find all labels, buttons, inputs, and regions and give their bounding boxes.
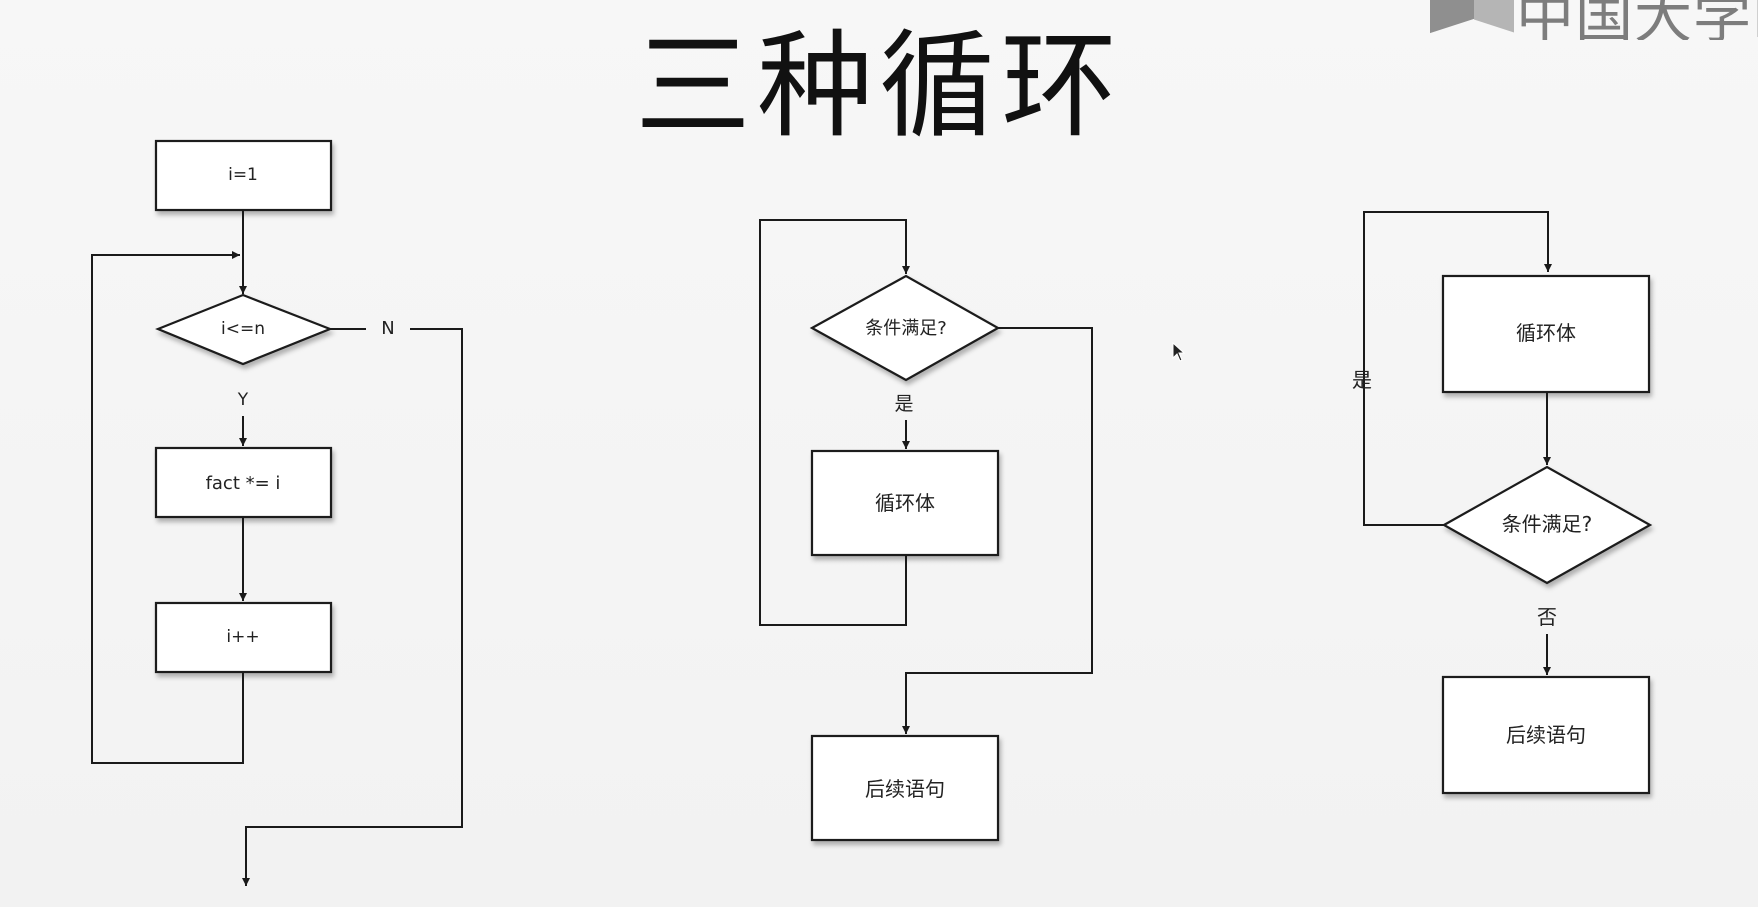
while-after-box: 后续语句 — [810, 734, 1000, 842]
for-increment-label: i++ — [226, 627, 259, 647]
for-init-label: i=1 — [228, 165, 258, 185]
logo-text: 中国大学MOOC — [1516, 0, 1758, 40]
for-yes-label: Y — [237, 390, 249, 410]
while-body-label: 循环体 — [875, 491, 935, 515]
edge-loop-back — [91, 251, 244, 764]
do-while-no-label: 否 — [1537, 605, 1557, 629]
while-loop-flowchart: 条件满足? 是 循环体 后续语句 — [759, 219, 1093, 842]
edge-condition-loop-back — [1363, 211, 1552, 526]
mouse-pointer-icon — [1172, 342, 1186, 362]
do-while-loop-flowchart: 循环体 条件满足? 是 否 后续语句 — [1352, 211, 1653, 795]
for-increment-box: i++ — [154, 601, 333, 674]
for-init-box: i=1 — [154, 139, 333, 212]
for-condition-diamond: i<=n — [155, 293, 333, 366]
for-loop-flowchart: i=1 i<=n Y fact *= i i++ N — [91, 139, 463, 886]
do-while-condition-diamond: 条件满足? — [1441, 465, 1653, 585]
edge-condition-no-exit — [242, 328, 463, 886]
do-while-body-box: 循环体 — [1441, 274, 1651, 394]
while-after-label: 后续语句 — [865, 777, 945, 801]
edge-body-loop-back — [759, 219, 910, 626]
mooc-logo: 中国大学MOOC — [1398, 0, 1758, 40]
do-while-after-box: 后续语句 — [1441, 675, 1651, 795]
while-body-box: 循环体 — [810, 449, 1000, 557]
do-while-condition-label: 条件满足? — [1502, 512, 1593, 536]
do-while-yes-label: 是 — [1352, 368, 1372, 392]
edge-condition-exit — [902, 327, 1093, 734]
do-while-body-label: 循环体 — [1516, 321, 1576, 345]
do-while-after-label: 后续语句 — [1506, 723, 1586, 747]
for-no-label: N — [381, 318, 394, 339]
while-yes-label: 是 — [894, 393, 913, 415]
while-condition-label: 条件满足? — [865, 318, 947, 339]
for-body-label: fact *= i — [206, 473, 281, 494]
for-body-box: fact *= i — [154, 446, 333, 519]
slide-title: 三种循环 — [635, 19, 1123, 154]
while-condition-diamond: 条件满足? — [809, 274, 1001, 382]
for-condition-label: i<=n — [221, 319, 265, 339]
